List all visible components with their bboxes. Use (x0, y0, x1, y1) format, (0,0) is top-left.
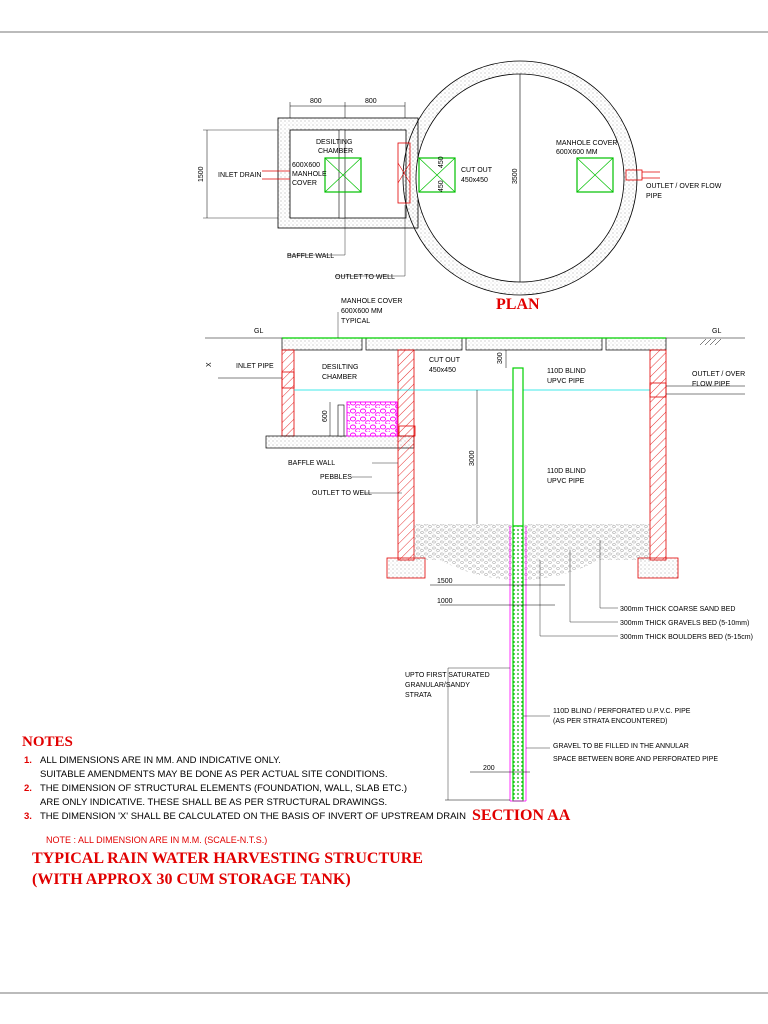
plan-label-cut-out-1: CUT OUT (461, 167, 493, 174)
plan-inlet-pipe (262, 170, 290, 180)
section-label-desilting-2: CHAMBER (322, 374, 357, 381)
plan-cutout-box (418, 157, 456, 193)
note-1-number: 1. (24, 755, 32, 766)
section-dim-200: 200 (483, 765, 495, 772)
plan-label-outlet-to-well: OUTLET TO WELL (335, 274, 395, 281)
plan-outlet-pipe (625, 169, 660, 181)
section-label-baffle-wall: BAFFLE WALL (288, 460, 335, 467)
section-label-manhole-cover-2: 600X600 MM (341, 308, 383, 315)
section-dim-300: 300 (497, 352, 504, 364)
note-3-number: 3. (24, 811, 32, 822)
plan-label-desilting-2: CHAMBER (318, 148, 353, 155)
section-label-gl-left: GL (254, 328, 263, 335)
note-2-line-2: ARE ONLY INDICATIVE. THESE SHALL BE AS P… (40, 797, 387, 808)
section-label-blind-pipe-mid-2: UPVC PIPE (547, 478, 585, 485)
plan-dim-1500: 1500 (198, 166, 205, 182)
section-label-gravel-fill-1: GRAVEL TO BE FILLED IN THE ANNULAR (553, 743, 689, 750)
section-label-blind-pipe-mid-1: 110D BLIND (547, 468, 586, 475)
plan-label-inlet-drain: INLET DRAIN (218, 172, 261, 179)
section-label-blind-pipe-top-2: UPVC PIPE (547, 378, 585, 385)
section-label-cut-out-2: 450x450 (429, 367, 456, 374)
section-dim-1000: 1000 (437, 598, 453, 605)
plan-label-manhole-cover-2: 600X600 MM (556, 149, 598, 156)
section-label-coarse-sand: 300mm THICK COARSE SAND BED (620, 606, 735, 613)
section-label-strata-1: UPTO FIRST SATURATED (405, 672, 490, 679)
plan-label-manhole-cover-1: MANHOLE COVER (556, 140, 617, 147)
plan-dim-cutout-a: 450 (438, 156, 445, 168)
section-label-manhole-cover-3: TYPICAL (341, 318, 370, 325)
note-1-line-1: ALL DIMENSIONS ARE IN MM. AND INDICATIVE… (40, 755, 281, 766)
plan-manhole-desilting (324, 157, 362, 193)
plan-dim-800-right: 800 (365, 98, 377, 105)
section-label-strata-3: STRATA (405, 692, 432, 699)
notes-heading: NOTES (22, 734, 73, 750)
section-title: SECTION AA (472, 807, 571, 824)
plan-title: PLAN (496, 296, 540, 313)
plan-view (203, 60, 660, 296)
section-label-desilting-1: DESILTING (322, 364, 358, 371)
section-label-boulders-bed: 300mm THICK BOULDERS BED (5-15cm) (620, 634, 753, 641)
section-dim-3000: 3000 (469, 450, 476, 466)
section-label-outlet-2: FLOW PIPE (692, 381, 730, 388)
section-label-gravels-bed: 300mm THICK GRAVELS BED (5-10mm) (620, 620, 749, 627)
plan-label-cut-out-2: 450x450 (461, 177, 488, 184)
title-line-1: TYPICAL RAIN WATER HARVESTING STRUCTURE (32, 850, 423, 867)
section-label-strata-2: GRANULAR/SANDY (405, 682, 470, 689)
section-view (205, 312, 745, 802)
plan-dim-800-left: 800 (310, 98, 322, 105)
section-label-cut-out-1: CUT OUT (429, 357, 461, 364)
section-label-inlet-pipe: INLET PIPE (236, 363, 274, 370)
section-dim-1500: 1500 (437, 578, 453, 585)
section-label-perforated-2: (AS PER STRATA ENCOUNTERED) (553, 718, 667, 725)
section-label-perforated-1: 110D BLIND / PERFORATED U.P.V.C. PIPE (553, 708, 691, 715)
title-line-2: (WITH APPROX 30 CUM STORAGE TANK) (32, 871, 351, 888)
scale-note: NOTE : ALL DIMENSION ARE IN M.M. (SCALE-… (46, 835, 267, 845)
plan-label-manhole-600-3: COVER (292, 180, 317, 187)
section-label-gravel-fill-2: SPACE BETWEEN BORE AND PERFORATED PIPE (553, 756, 718, 763)
section-dim-x: X (206, 362, 213, 367)
note-2-line-1: THE DIMENSION OF STRUCTURAL ELEMENTS (FO… (40, 783, 407, 794)
section-label-pebbles: PEBBLES (320, 474, 352, 481)
plan-label-outlet-1: OUTLET / OVER FLOW (646, 183, 722, 190)
plan-label-desilting-1: DESILTING (316, 139, 352, 146)
plan-label-baffle-wall: BAFFLE WALL (287, 253, 334, 260)
plan-chamber-inner (289, 129, 407, 219)
note-3-line-1: THE DIMENSION 'X' SHALL BE CALCULATED ON… (40, 811, 466, 822)
section-dim-600: 600 (322, 410, 329, 422)
note-2-number: 2. (24, 783, 32, 794)
section-label-manhole-cover-1: MANHOLE COVER (341, 298, 402, 305)
section-label-outlet-1: OUTLET / OVER (692, 371, 745, 378)
plan-dim-cutout-b: 450 (438, 180, 445, 192)
section-label-blind-pipe-top-1: 110D BLIND (547, 368, 586, 375)
plan-label-manhole-600-2: MANHOLE (292, 171, 327, 178)
plan-dim-3500: 3500 (512, 168, 519, 184)
section-label-outlet-to-well: OUTLET TO WELL (312, 490, 372, 497)
note-1-line-2: SUITABLE AMENDMENTS MAY BE DONE AS PER A… (40, 769, 388, 780)
plan-pipe-to-tank (397, 142, 411, 204)
plan-manhole-tank (576, 157, 614, 193)
plan-label-manhole-600-1: 600X600 (292, 162, 320, 169)
section-label-gl-right: GL (712, 328, 721, 335)
plan-label-outlet-2: PIPE (646, 193, 662, 200)
